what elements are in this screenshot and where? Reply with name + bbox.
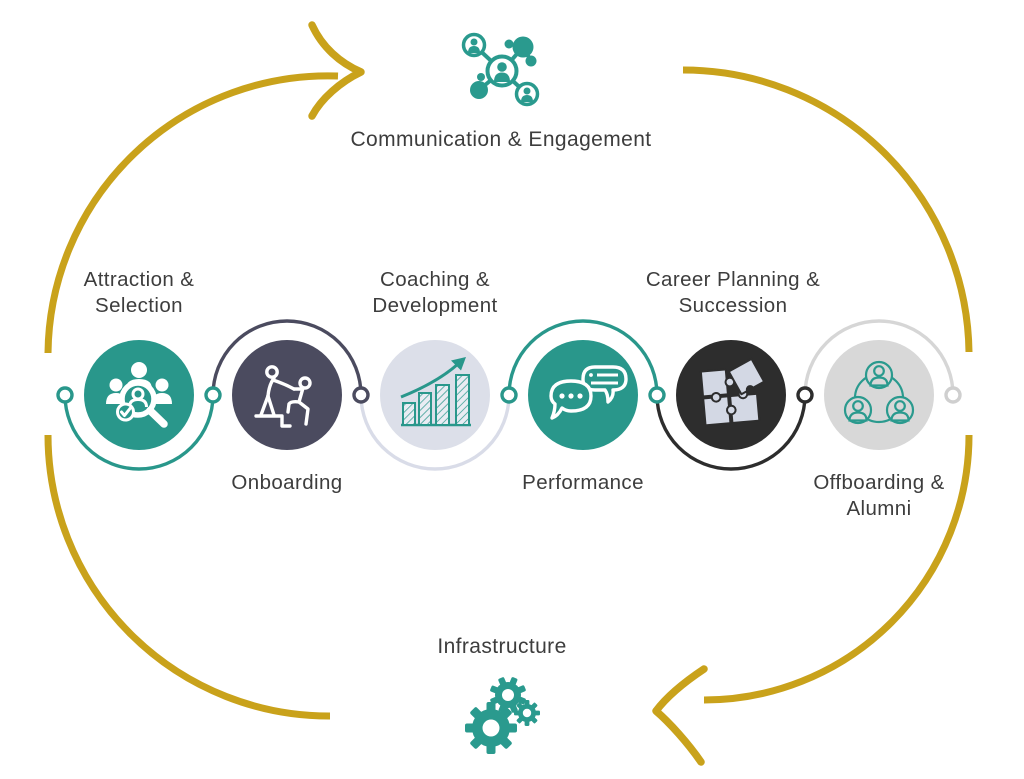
hub-label-infrastructure: Infrastructure: [437, 634, 566, 660]
hub-label-line: Infrastructure: [437, 635, 567, 658]
connector-dot: [56, 386, 74, 404]
stage-circle-offboarding-alumni: [824, 340, 934, 450]
cycle-arc-lower-left: [44, 434, 331, 720]
cycle-arrowhead-top: [308, 21, 365, 120]
stage-circle-onboarding: [232, 340, 342, 450]
stage-label-line: Career Planning &: [645, 268, 821, 291]
connector-arc-5: [655, 394, 807, 471]
connector-arc-2: [211, 319, 363, 396]
connector-dot: [204, 386, 222, 404]
connector-dot: [944, 386, 962, 404]
cycle-ring: [44, 21, 973, 766]
connector-dot: [500, 386, 518, 404]
stage-label-line: Selection: [95, 294, 183, 317]
stage-label-line: Coaching &: [380, 268, 490, 291]
hub-label-communication-engagement: Communication & Engagement: [350, 127, 651, 153]
stage-label-line: Onboarding: [231, 471, 343, 494]
stage-label-attraction-selection: Attraction & Selection: [84, 267, 195, 319]
stage-label-line: Alumni: [846, 497, 912, 520]
connector-arc-1: [63, 394, 215, 471]
cycle-arc-upper-left: [44, 72, 339, 354]
connector-arc-6: [803, 319, 955, 396]
stage-label-coaching-development: Coaching & Development: [372, 267, 497, 319]
cycle-arc-right-lower: [703, 434, 973, 704]
connector-arc-3: [359, 394, 511, 471]
stage-label-line: Performance: [522, 471, 644, 494]
stage-label-line: Development: [372, 294, 498, 317]
connector-dot: [796, 386, 814, 404]
stage-label-line: Offboarding &: [813, 471, 945, 494]
cycle-arrowhead-bottom: [652, 665, 708, 766]
gears-icon: [465, 677, 540, 754]
alumni-circle-icon: [843, 360, 915, 425]
candidate-search-icon: [106, 362, 172, 428]
hub-label-line: Communication & Engagement: [350, 128, 652, 151]
speech-bubbles-icon: [549, 365, 628, 420]
people-network-icon: [461, 32, 540, 107]
connector-dot: [352, 386, 370, 404]
stage-label-onboarding: Onboarding: [231, 470, 342, 496]
connector-dots: [56, 386, 962, 404]
puzzle-pieces-icon: [699, 357, 766, 427]
cycle-arc-right-upper: [682, 66, 973, 353]
stage-connector-arcs: [63, 319, 955, 471]
stage-label-performance: Performance: [522, 470, 644, 496]
growth-bars-icon: [400, 357, 471, 427]
helping-climb-icon: [254, 365, 312, 428]
connector-dot: [648, 386, 666, 404]
stage-label-line: Attraction &: [83, 268, 195, 291]
connector-arc-4: [507, 319, 659, 396]
stage-label-offboarding-alumni: Offboarding & Alumni: [813, 470, 944, 522]
stage-label-career-planning-succession: Career Planning & Succession: [646, 267, 820, 319]
stage-label-line: Succession: [678, 294, 788, 317]
